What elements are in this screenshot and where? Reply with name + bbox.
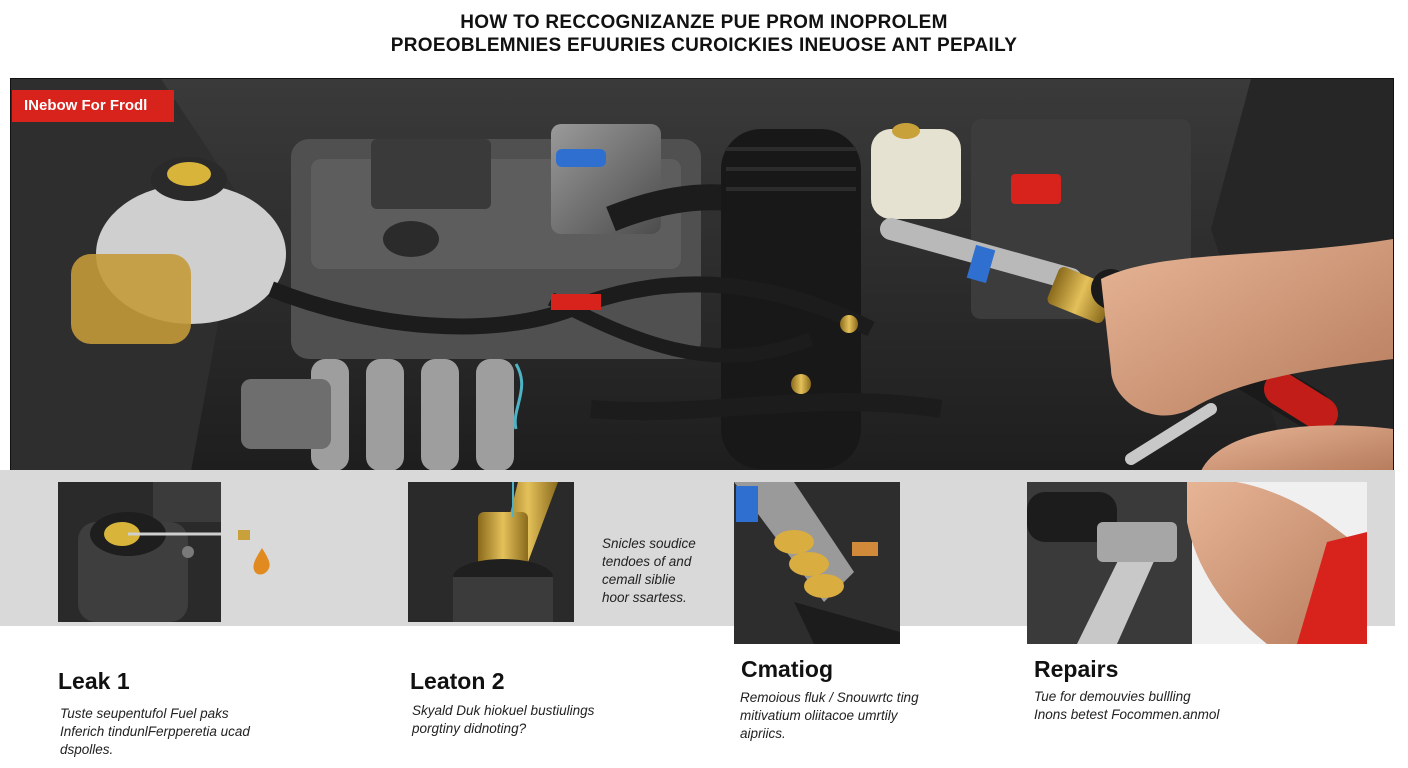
fuel-drop-icon <box>238 530 270 575</box>
step-2-description: Skyald Duk hiokuel bustiulings porgtiny … <box>412 703 595 736</box>
step-4-description: Tue for demouvies bullling Inons betest … <box>1034 689 1220 722</box>
wrench-icon <box>1027 482 1367 644</box>
fuel-fitting-leak-icon <box>58 482 221 622</box>
step-2-title: Leaton 2 <box>410 668 505 694</box>
side-note-text: Snicles soudice tendoes of and cemall si… <box>602 536 696 605</box>
coating-step-image <box>734 482 900 644</box>
leak-step-image <box>58 482 221 622</box>
step-3-description: Remoious fluk / Snouwrtc ting mitivatium… <box>740 690 919 741</box>
repairs-step-image <box>1027 482 1367 644</box>
title-line-2: PROEOBLEMNIES EFUURIES CUROICKIES INEUOS… <box>390 35 1018 56</box>
step-3-title: Cmatiog <box>741 656 833 682</box>
title-line-1: HOW TO RECCOGNIZANZE PUE PROM INOPROLEM <box>460 12 948 33</box>
step-1-title: Leak 1 <box>58 668 130 694</box>
location-step-image <box>408 482 574 622</box>
hose-clamp-icon <box>734 482 900 644</box>
engine-illustration <box>11 79 1393 471</box>
brass-fitting-icon <box>408 482 574 622</box>
step-4-title: Repairs <box>1034 656 1119 682</box>
engine-bay-illustration <box>10 78 1394 472</box>
hero-badge: INebow For Frodl <box>12 90 174 122</box>
step-1-description: Tuste seupentufol Fuel paks Inferich tin… <box>60 706 250 757</box>
